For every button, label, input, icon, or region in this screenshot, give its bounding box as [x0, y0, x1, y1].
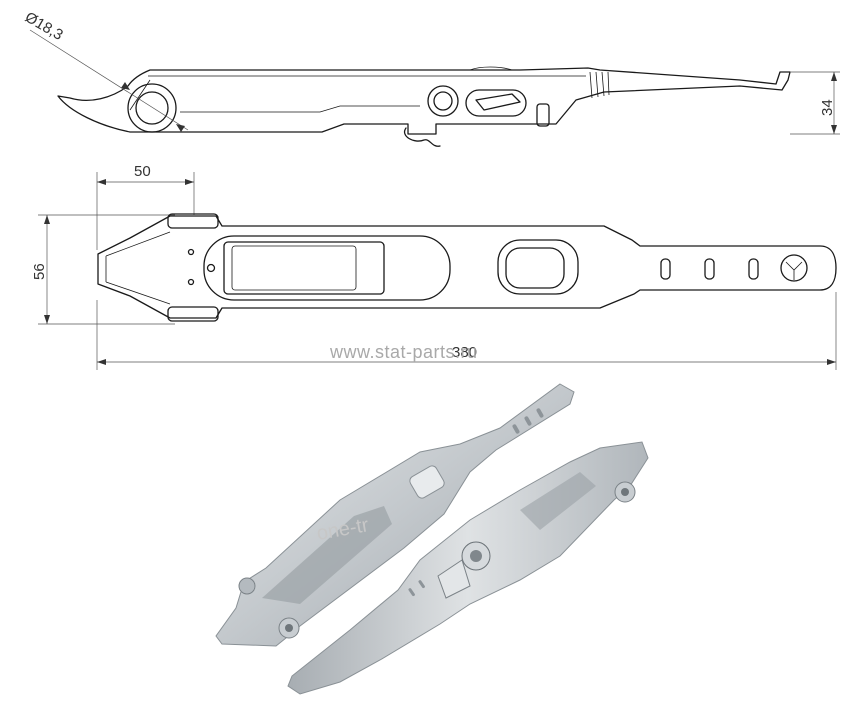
main-window-outer	[203, 235, 451, 301]
slot-2	[704, 258, 715, 280]
left-part-groove	[262, 506, 392, 604]
nose-lines	[105, 231, 171, 305]
top-view-body-outline	[97, 215, 837, 319]
side-view-ribs	[589, 71, 610, 99]
small-slot	[536, 103, 550, 127]
left-part-latch	[409, 465, 445, 499]
photo-part-left	[215, 383, 575, 647]
height-label: 34	[819, 99, 836, 116]
top-view: 50 56	[31, 163, 837, 370]
top-height-label: 56	[31, 263, 48, 280]
right-part-pin-hole	[621, 488, 629, 496]
right-part-latch	[437, 559, 471, 599]
head-hole-2	[187, 278, 195, 286]
width-label: 50	[134, 163, 151, 180]
length-label: 380	[452, 344, 477, 361]
top-height-arrow-bottom	[44, 315, 50, 324]
width-arrow-right	[185, 179, 194, 185]
pin-outer-circle	[427, 85, 459, 117]
latch-lever	[475, 93, 521, 111]
pin-inner-circle	[433, 91, 453, 111]
logo-mark	[785, 261, 803, 280]
diameter-leader-line	[29, 29, 189, 131]
top-bump	[469, 66, 513, 71]
latch-slot	[465, 89, 527, 117]
top-cap	[167, 213, 219, 229]
right-part-slots	[408, 580, 425, 597]
length-arrow-right	[827, 359, 836, 365]
width-arrow-left	[97, 179, 106, 185]
side-view-inner-line	[129, 75, 586, 113]
height-arrow-top	[831, 72, 837, 81]
main-window-pocket	[231, 245, 357, 291]
diameter-arrow-2	[176, 124, 185, 132]
top-height-arrow-top	[44, 215, 50, 224]
left-part-end-hole	[238, 577, 256, 595]
slot-3	[748, 258, 759, 280]
slot-1	[660, 258, 671, 280]
head-hole-3	[206, 263, 216, 273]
left-part-slots	[512, 408, 544, 434]
right-part-groove	[520, 472, 596, 530]
height-arrow-bottom	[831, 125, 837, 134]
latch-pocket-inner	[505, 247, 565, 289]
logo-circle	[780, 254, 808, 282]
main-window-inner	[223, 241, 385, 295]
right-part-roller-hub	[470, 550, 482, 562]
length-arrow-left	[97, 359, 106, 365]
diameter-arrow-1	[121, 82, 130, 90]
roller-inner-circle	[135, 91, 169, 125]
side-view: Ø18,3 34	[22, 9, 840, 147]
side-view-body-outline	[57, 67, 791, 135]
head-hole-1	[187, 248, 195, 256]
roller-outer-circle	[127, 83, 177, 133]
latch-pocket-outer	[497, 239, 579, 295]
left-part-pin-hole	[285, 624, 293, 632]
spring-clip	[403, 127, 441, 147]
bottom-cap	[167, 306, 219, 322]
photo-part-right: one-tr	[287, 441, 649, 695]
site-watermark: www.stat-parts.ru	[329, 342, 478, 362]
